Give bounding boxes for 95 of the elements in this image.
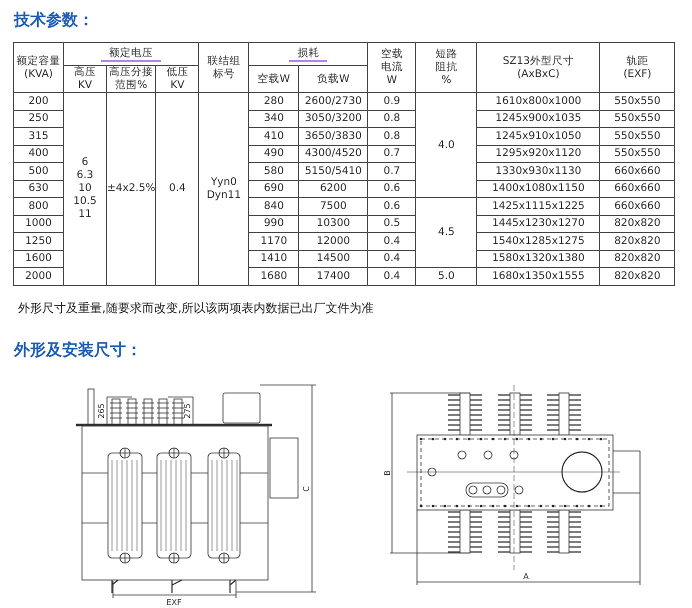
table-cell-text: 410 — [264, 130, 284, 143]
column-header: SZ13外型尺寸 (AxBxC) — [502, 54, 575, 80]
table-cell-text: 690 — [264, 182, 284, 196]
column-header: 轨距 (EXF) — [622, 54, 652, 80]
table-cell-text: 2000 — [25, 270, 52, 283]
table-cell-text: 0.4 — [169, 182, 186, 196]
table-cell-text: 1295x920x1120 — [495, 147, 582, 160]
column-header: 空载电流 W — [380, 48, 404, 87]
column-header: 负载W — [317, 72, 350, 86]
table-cell-text: 1540x1285x1275 — [492, 234, 585, 248]
table-cell-text: 1680x1350x1555 — [492, 270, 585, 283]
table-cell-text: 500 — [28, 164, 49, 178]
table-cell-text: 0.5 — [384, 217, 400, 230]
table-cell-text: 0.4 — [384, 234, 400, 248]
table-cell-text: ±4x2.5% — [107, 182, 156, 196]
table-cell-text: 490 — [264, 147, 284, 160]
column-header: 空载W — [258, 72, 290, 86]
table-cell-text: 0.9 — [384, 94, 400, 108]
table-cell-text: 550x550 — [614, 94, 661, 108]
table-cell-text: 820x820 — [614, 234, 661, 248]
table-cell-text: 14500 — [316, 252, 350, 266]
table-cell-text: 17400 — [316, 270, 350, 283]
table-cell-text: 1680 — [260, 270, 288, 283]
table-cell-text: 280 — [264, 94, 284, 108]
table-cell-text: 250 — [28, 112, 49, 126]
table-cell-text: 1245x900x1035 — [495, 112, 582, 126]
table-cell-text: 1250 — [25, 234, 52, 248]
table-cell-text: 550x550 — [614, 130, 661, 143]
table-cell-text: 1000 — [25, 217, 52, 230]
table-cell-text: 0.4 — [384, 270, 400, 283]
table-cell-text: 1410 — [260, 252, 288, 266]
table-cell-text: 5150/5410 — [304, 164, 362, 178]
table-cell-text: 2600/2730 — [304, 94, 362, 108]
table-cell-text: 1580x1320x1380 — [492, 252, 585, 266]
dimension-label: 265 — [97, 403, 106, 419]
table-cell-text: 0.7 — [384, 147, 400, 160]
column-header: 短路阻抗 % — [434, 48, 458, 87]
dimension-label: C — [302, 486, 311, 492]
table-cell-text: 0.4 — [384, 252, 400, 266]
table-cell-text: 340 — [264, 112, 284, 126]
table-cell-text: 4300/4520 — [304, 147, 362, 160]
table-cell-text: 4.5 — [438, 226, 455, 239]
table-cell-text: Yyn0 Dyn11 — [206, 176, 242, 202]
footnote: 外形尺寸及重量,随要求而改变,所以该两项表内数据已出厂文件为准 — [18, 300, 374, 317]
table-cell-text: 0.8 — [384, 130, 400, 143]
table-cell-text: 6200 — [320, 182, 347, 196]
section-heading: 技术参数： — [14, 10, 94, 31]
table-cell-text: 820x820 — [614, 270, 661, 283]
table-cell-text: 5.0 — [438, 270, 455, 283]
column-header: 联结组标号 — [206, 54, 242, 80]
table-cell-text: 4.0 — [438, 138, 455, 152]
dimension-label: EXF — [166, 598, 182, 607]
table-cell-text: 315 — [28, 130, 49, 143]
table-cell-text: 820x820 — [614, 252, 661, 266]
table-cell-text: 400 — [28, 147, 49, 160]
table-cell-text: 1425x1115x1225 — [492, 200, 585, 213]
table-cell-text: 3050/3200 — [304, 112, 362, 126]
table-cell-text: 630 — [28, 182, 49, 196]
dimension-label: B — [383, 470, 392, 476]
table-cell-text: 0.7 — [384, 164, 400, 178]
column-header: 额定电压 — [101, 46, 162, 62]
table-cell-text: 660x660 — [614, 200, 661, 213]
table-cell-text: 0.6 — [384, 182, 400, 196]
column-header: 高压分接范围% — [108, 66, 154, 92]
table-cell-text: 800 — [28, 200, 49, 213]
table-cell-text: 0.8 — [384, 112, 400, 126]
table-cell-text: 200 — [28, 94, 49, 108]
dimension-label: 275 — [183, 403, 192, 419]
table-cell-text: 1330x930x1130 — [495, 164, 582, 178]
table-cell-text: 1610x800x1000 — [495, 94, 582, 108]
column-header: 损耗 — [289, 46, 328, 62]
table-cell-text: 550x550 — [614, 147, 661, 160]
dimension-label: A — [523, 572, 529, 581]
table-cell-text: 990 — [264, 217, 284, 230]
table-cell-text: 0.6 — [384, 200, 400, 213]
table-cell-text: 1245x910x1050 — [495, 130, 582, 143]
column-header: 高压 KV — [73, 66, 97, 92]
table-cell-text: 660x660 — [614, 164, 661, 178]
table-cell-text: 1445x1230x1270 — [492, 217, 585, 230]
table-cell-text: 12000 — [316, 234, 350, 248]
table-cell-text: 840 — [264, 200, 284, 213]
table-cell-text: 660x660 — [614, 182, 661, 196]
section-heading: 外形及安装尺寸： — [14, 340, 142, 361]
table-cell-text: 550x550 — [614, 112, 661, 126]
column-header: 低压 KV — [165, 66, 190, 92]
column-header: 额定容量 (KVA) — [16, 54, 62, 80]
table-cell-text: 580 — [264, 164, 284, 178]
table-cell-text: 820x820 — [614, 217, 661, 230]
table-cell-text: 7500 — [320, 200, 347, 213]
table-cell-text: 3650/3830 — [304, 130, 362, 143]
table-cell-text: 1400x1080x1150 — [492, 182, 585, 196]
table-cell-text: 1170 — [260, 234, 288, 248]
table-cell-text: 10300 — [316, 217, 350, 230]
table-cell-text: 1600 — [25, 252, 52, 266]
table-cell-text: 6 6.3 10 10.5 11 — [72, 156, 98, 222]
